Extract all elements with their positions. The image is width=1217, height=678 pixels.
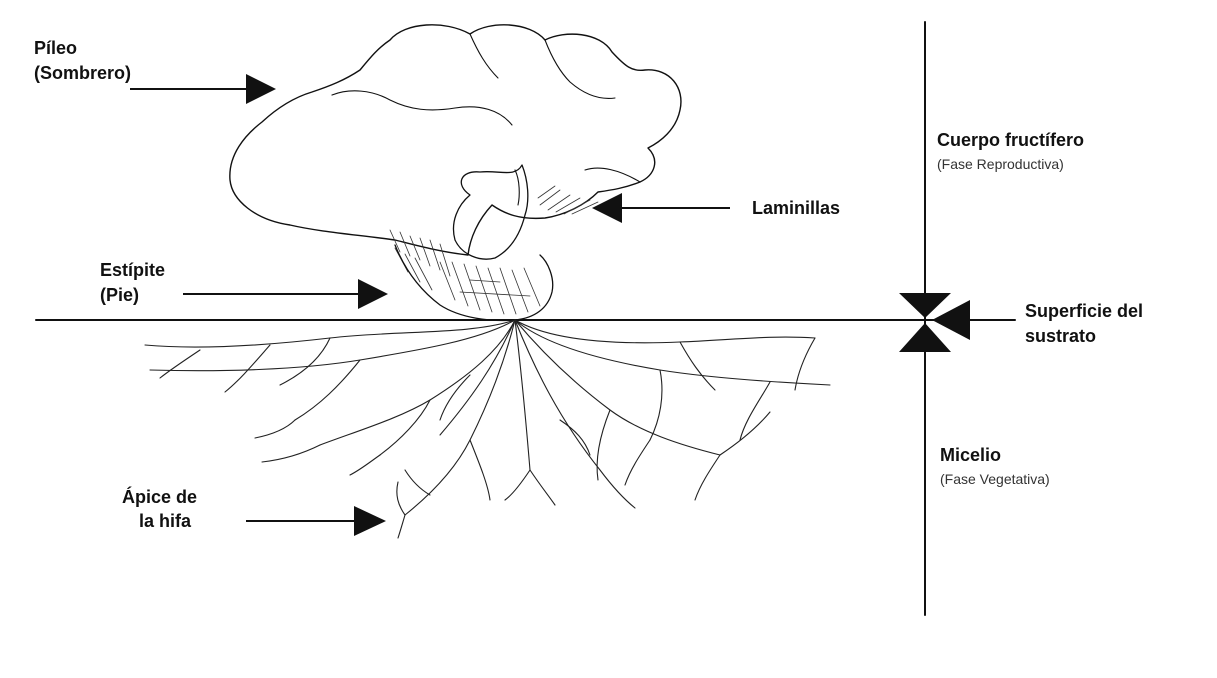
pileus-fold bbox=[585, 168, 640, 182]
estipite-sub-label: (Pie) bbox=[100, 283, 139, 307]
apice-arrow bbox=[246, 506, 386, 536]
mycelium-network bbox=[145, 320, 830, 538]
pileus-fold bbox=[470, 34, 498, 78]
estipite-arrow bbox=[183, 279, 388, 309]
axis-up-arrow bbox=[899, 323, 951, 352]
superficie-arrow bbox=[932, 300, 1015, 340]
pileus-lobe bbox=[453, 165, 527, 259]
fase-reproductiva-label: (Fase Reproductiva) bbox=[937, 155, 1064, 173]
pileus-lobe bbox=[515, 170, 519, 205]
superficie-label-line1: Superficie del bbox=[1025, 299, 1143, 323]
arrows bbox=[130, 74, 1015, 536]
stipe-hatching bbox=[440, 262, 540, 314]
pileo-sub-label: (Sombrero) bbox=[34, 61, 131, 85]
pileus-fold bbox=[332, 91, 512, 125]
fase-vegetativa-label: (Fase Vegetativa) bbox=[940, 470, 1050, 488]
estipite-label: Estípite bbox=[100, 258, 165, 282]
cuerpo-fructifero-label: Cuerpo fructífero bbox=[937, 128, 1084, 152]
pileus-shape bbox=[230, 25, 681, 255]
pileo-arrow bbox=[130, 74, 276, 104]
pileus-fold bbox=[545, 40, 615, 98]
laminillas-label: Laminillas bbox=[752, 196, 840, 220]
apice-label-line2: la hifa bbox=[139, 509, 191, 533]
pileo-label: Píleo bbox=[34, 36, 77, 60]
gills-hatching bbox=[390, 186, 598, 290]
superficie-label-line2: sustrato bbox=[1025, 324, 1096, 348]
apice-label-line1: Ápice de bbox=[122, 485, 197, 509]
laminillas-arrow bbox=[592, 193, 730, 223]
micelio-label: Micelio bbox=[940, 443, 1001, 467]
